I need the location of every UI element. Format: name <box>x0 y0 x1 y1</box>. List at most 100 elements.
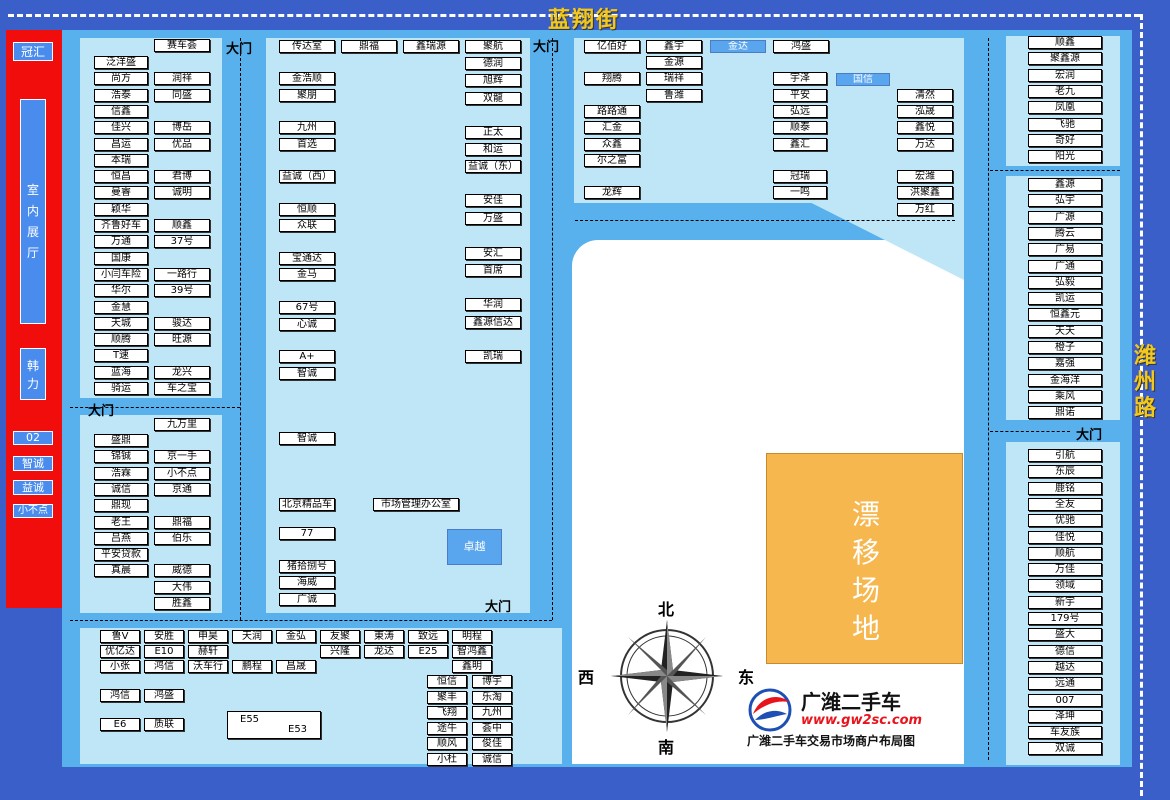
brand-url[interactable]: www.gw2sc.com <box>801 713 923 728</box>
stall[interactable]: 007 <box>1028 693 1102 707</box>
stall[interactable]: 国信 <box>836 73 890 86</box>
stall[interactable]: 鑫源信达 <box>465 316 521 329</box>
stall[interactable]: 博宇 <box>472 675 512 688</box>
stall[interactable]: 小杜 <box>427 752 467 766</box>
stall[interactable]: 龙达 <box>364 645 404 658</box>
stall[interactable]: 和运 <box>465 143 521 156</box>
stall[interactable]: 诚信 <box>472 752 512 766</box>
stall[interactable]: 宏潍 <box>897 170 953 183</box>
stall[interactable]: 鑫宇 <box>646 40 702 53</box>
stall[interactable]: 益诚（东） <box>465 160 521 173</box>
stall[interactable]: 旺源 <box>154 333 210 347</box>
stall[interactable]: 华润 <box>465 298 521 311</box>
stall[interactable]: 申昊 <box>188 630 228 643</box>
stall[interactable]: 東涛 <box>364 630 404 643</box>
stall[interactable]: 小张 <box>100 660 140 673</box>
stall[interactable]: 盛鼎 <box>94 434 148 447</box>
stall[interactable]: 广诚 <box>279 593 335 606</box>
stall[interactable]: 真晨 <box>94 564 148 578</box>
stall[interactable]: 伯乐 <box>154 531 210 545</box>
stall[interactable]: 金海洋 <box>1028 373 1102 387</box>
stall[interactable]: 昌运 <box>94 137 148 151</box>
stall[interactable]: 威德 <box>154 564 210 578</box>
stall[interactable]: 老王 <box>94 515 148 529</box>
stall[interactable]: 同盛 <box>154 88 210 102</box>
stall[interactable]: 金源 <box>646 56 702 69</box>
stall[interactable]: 德润 <box>465 57 521 70</box>
stall[interactable]: 心诚 <box>279 318 335 331</box>
stall[interactable]: 华尔 <box>94 284 148 298</box>
stall[interactable]: 泓晟 <box>897 105 953 118</box>
stall[interactable]: 荟中 <box>472 721 512 735</box>
stall[interactable]: 车友族 <box>1028 726 1102 740</box>
stall[interactable]: 泽坤 <box>1028 709 1102 723</box>
stall[interactable]: 清然 <box>897 89 953 102</box>
stall[interactable]: 冠瑞 <box>773 170 827 183</box>
stall[interactable]: 凤凰 <box>1028 101 1102 115</box>
stall[interactable]: 优品 <box>154 137 210 151</box>
stall[interactable]: 聚航 <box>465 40 521 53</box>
stall[interactable]: 一鸣 <box>773 186 827 199</box>
stall[interactable]: 兴隆 <box>320 645 360 658</box>
stall[interactable]: 佳兴 <box>94 121 148 135</box>
stall[interactable]: 广易 <box>1028 243 1102 257</box>
stall[interactable]: 万佳 <box>1028 563 1102 577</box>
stall[interactable]: 盛大 <box>1028 628 1102 642</box>
sidebar-item[interactable]: 小不点 <box>13 504 53 518</box>
stall[interactable]: 九州 <box>472 706 512 719</box>
stall[interactable]: 77 <box>279 527 335 540</box>
stall[interactable]: 鑫明 <box>452 660 492 673</box>
stall[interactable]: 昌晟 <box>276 660 316 673</box>
stall[interactable]: 弘远 <box>773 105 827 118</box>
stall[interactable]: 浩霖 <box>94 466 148 480</box>
stall[interactable]: 鑫汇 <box>773 138 827 151</box>
stall[interactable]: 智鸿鑫 <box>452 645 492 658</box>
stall[interactable]: 明程 <box>452 630 492 643</box>
stall[interactable]: 顺风 <box>427 737 467 750</box>
stall[interactable]: 凯瑞 <box>465 350 521 363</box>
stall[interactable]: 安胜 <box>144 630 184 643</box>
stall[interactable]: 传达室 <box>279 40 335 53</box>
stall[interactable]: 大伟 <box>154 580 210 594</box>
stall[interactable]: 顺泰 <box>773 121 827 134</box>
stall[interactable]: 浩泰 <box>94 88 148 102</box>
stall[interactable]: 鼎现 <box>94 499 148 513</box>
stall[interactable]: 颖华 <box>94 202 148 216</box>
stall[interactable]: 曼睿 <box>94 186 148 200</box>
stall[interactable]: 宇泽 <box>773 72 827 85</box>
stall[interactable]: A+ <box>279 350 335 363</box>
stall[interactable]: 路路通 <box>584 105 640 118</box>
stall[interactable]: 车之宝 <box>154 382 210 395</box>
stall[interactable]: 质联 <box>144 718 184 731</box>
stall[interactable]: 国康 <box>94 251 148 265</box>
stall[interactable]: 瑞祥 <box>646 72 702 85</box>
stall[interactable]: 博岳 <box>154 121 210 135</box>
stall[interactable]: 赫轩 <box>188 645 228 658</box>
stall[interactable]: 首席 <box>465 264 521 277</box>
stall[interactable]: 一路行 <box>154 267 210 281</box>
stall[interactable]: 天城 <box>94 316 148 330</box>
sidebar-item[interactable]: 02 <box>13 431 53 445</box>
stall[interactable]: 鼎诺 <box>1028 406 1102 420</box>
stall[interactable]: 聚鑫源 <box>1028 52 1102 66</box>
stall[interactable]: 众联 <box>279 219 335 232</box>
sidebar-item[interactable]: 益诚 <box>13 480 53 495</box>
stall[interactable]: 吕燕 <box>94 531 148 545</box>
stall[interactable]: 九万里 <box>154 418 210 431</box>
stall[interactable]: 翔腾 <box>584 72 640 85</box>
stall[interactable]: 鼎福 <box>341 40 397 53</box>
stall[interactable]: 鲁V <box>100 630 140 643</box>
stall[interactable]: 179号 <box>1028 612 1102 625</box>
stall[interactable]: 润祥 <box>154 72 210 86</box>
stall[interactable]: 宝通达 <box>279 252 335 265</box>
stall[interactable]: 领域 <box>1028 579 1102 593</box>
stall[interactable]: 鹏程 <box>232 660 272 673</box>
stall[interactable]: 万通 <box>94 235 148 249</box>
stall[interactable]: 猪拾捌号 <box>279 560 335 573</box>
stall[interactable]: 佳悦 <box>1028 530 1102 544</box>
stall[interactable]: 益诚（西） <box>279 170 335 183</box>
stall[interactable]: 金浩顺 <box>279 72 335 85</box>
stall[interactable]: 安汇 <box>465 247 521 260</box>
stall[interactable]: 平安 <box>773 89 827 102</box>
stall[interactable]: 鸿信 <box>100 689 140 702</box>
